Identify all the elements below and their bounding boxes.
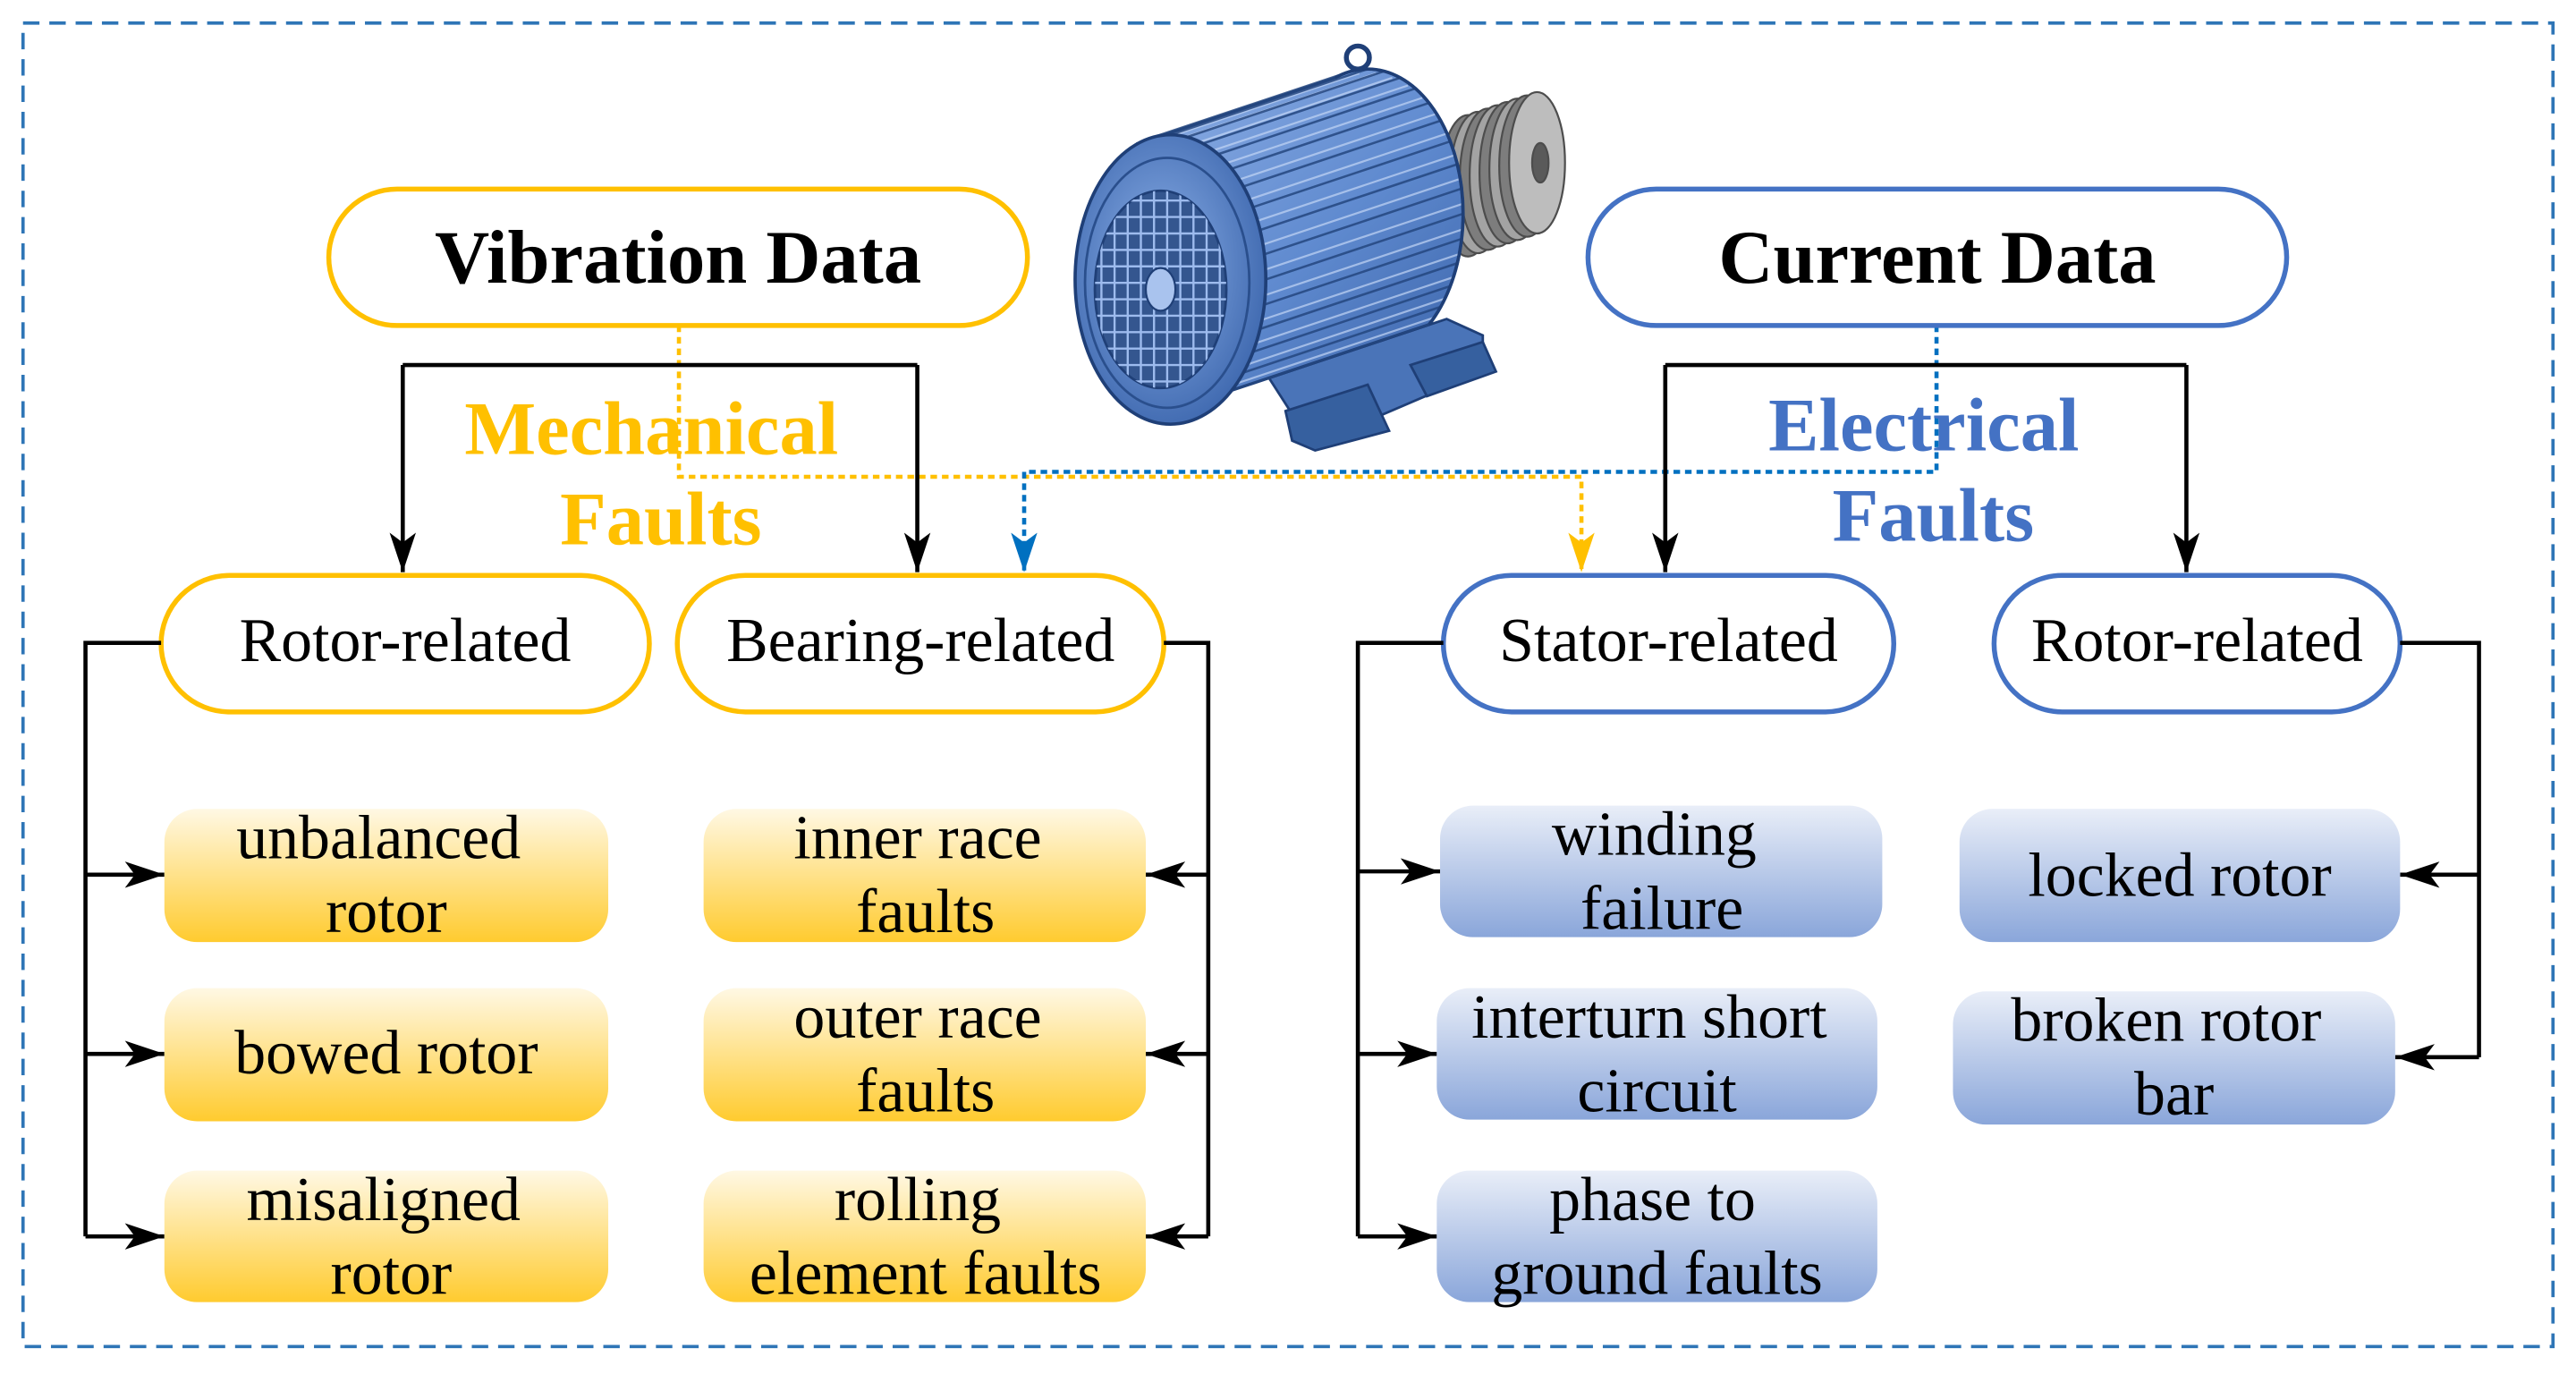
bracket-electrical-rotor xyxy=(2400,640,2481,1057)
category-label: Rotor-related xyxy=(240,606,572,675)
fault-label-line: unbalanced xyxy=(236,803,521,872)
motor-foot-rear xyxy=(1408,340,1498,398)
vibration-data-box xyxy=(326,186,1030,328)
fault-box xyxy=(1953,991,2395,1125)
category-mechanical-rotor: Rotor-related xyxy=(158,572,652,715)
fault-broken-rotor-bar: broken rotor bar xyxy=(1953,986,2395,1129)
fault-label-line: winding xyxy=(1552,801,1757,869)
fault-winding-failure: winding failure xyxy=(1440,801,1883,944)
fault-label: interturn short circuit xyxy=(1471,983,1843,1126)
fault-label-line: broken rotor xyxy=(2011,986,2321,1055)
group-label-line: Mechanical xyxy=(464,387,838,471)
fault-rolling-element: rolling element faults xyxy=(703,1166,1147,1309)
fan-hub xyxy=(1144,267,1177,312)
fault-box xyxy=(1436,988,1877,1120)
fault-box xyxy=(164,1170,609,1302)
fault-box xyxy=(703,809,1147,943)
fault-label-line: faults xyxy=(856,1056,995,1125)
fault-misaligned-rotor: misaligned rotor xyxy=(164,1166,609,1309)
category-label: Stator-related xyxy=(1499,606,1838,675)
electric-motor-illustration xyxy=(1073,43,1566,453)
motor-shaft xyxy=(1530,141,1550,184)
fault-label: outer race faults xyxy=(793,983,1057,1126)
fault-label: bowed rotor xyxy=(234,1019,538,1088)
group-label-line: Faults xyxy=(1833,475,2034,558)
category-electrical-rotor: Rotor-related xyxy=(1991,572,2403,715)
bracket-mechanical-rotor xyxy=(83,640,162,1237)
fault-label-line: misaligned xyxy=(246,1166,520,1234)
fault-outer-race: outer race faults xyxy=(703,983,1147,1126)
category-label: Rotor-related xyxy=(2031,606,2363,675)
fault-label-line: outer race xyxy=(793,983,1041,1052)
fault-label: winding failure xyxy=(1552,801,1772,944)
current-data-label: Current Data xyxy=(1718,216,2156,300)
fault-label-line: bar xyxy=(2134,1060,2214,1129)
fault-label: broken rotor bar xyxy=(2011,986,2337,1129)
bracket-stator xyxy=(1355,640,1444,1237)
vibration-data-node: Vibration Data xyxy=(326,186,1030,328)
fault-label-line: inner race xyxy=(793,803,1041,872)
current-data-box xyxy=(1585,186,2290,328)
fault-label-line: bowed rotor xyxy=(234,1019,538,1088)
vibration-data-label: Vibration Data xyxy=(435,216,921,300)
fault-label: inner race faults xyxy=(793,803,1057,946)
fault-label-line: circuit xyxy=(1577,1056,1736,1125)
fault-box xyxy=(1440,805,1883,937)
fault-bowed-rotor: bowed rotor xyxy=(164,988,609,1122)
fault-label-line: failure xyxy=(1580,874,1743,943)
fault-box xyxy=(703,1170,1147,1302)
fault-locked-rotor: locked rotor xyxy=(1959,809,2401,943)
link-current-to-bearing xyxy=(1011,325,1939,572)
fault-label: rolling element faults xyxy=(750,1166,1102,1309)
fault-interturn-short-circuit: interturn short circuit xyxy=(1436,983,1877,1126)
fault-label: misaligned rotor xyxy=(246,1166,536,1309)
category-stator: Stator-related xyxy=(1440,572,1897,715)
fault-label-line: rotor xyxy=(326,878,447,946)
fault-box xyxy=(164,988,609,1122)
category-label: Bearing-related xyxy=(726,606,1114,675)
fault-label-line: rolling xyxy=(835,1166,1001,1234)
group-label-line: Faults xyxy=(560,478,761,561)
fault-label-line: locked rotor xyxy=(2028,842,2331,911)
fault-unbalanced-rotor: unbalanced rotor xyxy=(164,803,609,946)
fault-label-line: rotor xyxy=(331,1239,453,1308)
fan-cover-rim xyxy=(1083,157,1251,410)
fault-phase-to-ground: phase to ground faults xyxy=(1436,1166,1877,1309)
fault-label-line: phase to xyxy=(1549,1166,1756,1234)
link-vibration-to-stator xyxy=(676,325,1595,572)
bracket-bearing xyxy=(1164,640,1211,1237)
motor-fan-cover xyxy=(1073,132,1268,427)
motor-foot-front xyxy=(1284,383,1391,453)
mechanical-faults-label: Mechanical Faults xyxy=(464,387,857,561)
group-label-line: Electrical xyxy=(1768,385,2079,468)
fault-inner-race: inner race faults xyxy=(703,803,1147,946)
fault-label-line: element faults xyxy=(750,1239,1102,1308)
motor-base xyxy=(1267,318,1498,453)
fault-label: unbalanced rotor xyxy=(236,803,536,946)
electrical-faults-label: Electrical Faults xyxy=(1768,385,2097,558)
fault-label: phase to ground faults xyxy=(1491,1166,1822,1309)
current-data-node: Current Data xyxy=(1585,186,2290,328)
category-bearing: Bearing-related xyxy=(674,572,1166,715)
motor-rear-rim xyxy=(1334,67,1465,326)
motor-cooling-fins xyxy=(1137,67,1464,392)
motor-lifting-eye xyxy=(1343,43,1372,72)
fault-box xyxy=(1959,809,2401,943)
fault-label-line: ground faults xyxy=(1491,1239,1822,1308)
fault-box xyxy=(164,809,609,943)
fault-box xyxy=(703,988,1147,1122)
fault-box xyxy=(1436,1170,1877,1302)
fault-label-line: interturn short xyxy=(1471,983,1827,1052)
fault-label-line: faults xyxy=(856,878,995,946)
fault-label: locked rotor xyxy=(2028,842,2331,911)
outer-dashed-frame xyxy=(21,21,2555,1349)
